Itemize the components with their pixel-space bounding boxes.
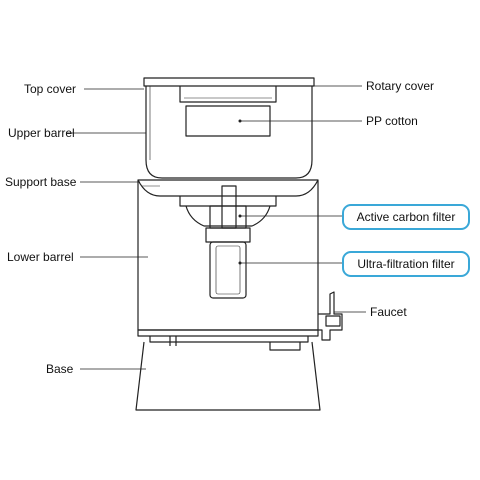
faucet-shape (318, 291, 343, 341)
upper-barrel-shape (143, 77, 315, 179)
ultra-filtration-filter-shape (205, 227, 251, 299)
label-pp-cotton: PP cotton (366, 114, 418, 128)
label-rotary-cover: Rotary cover (366, 79, 435, 93)
label-base: Base (46, 362, 74, 376)
label-ultra-filtration-filter: Ultra-filtration filter (342, 251, 470, 277)
rotary-cover-shape (179, 86, 277, 103)
label-upper-barrel: Upper barrel (8, 126, 75, 140)
label-faucet: Faucet (370, 305, 407, 319)
label-support-base: Support base (5, 175, 77, 189)
label-active-carbon-filter: Active carbon filter (342, 204, 470, 230)
leader-lines (66, 85, 366, 370)
label-lower-barrel: Lower barrel (7, 250, 74, 264)
lower-barrel-shape (137, 179, 319, 331)
base-shape (135, 329, 321, 411)
label-top-cover: Top cover (24, 82, 77, 96)
active-carbon-filter-shape (179, 185, 277, 229)
